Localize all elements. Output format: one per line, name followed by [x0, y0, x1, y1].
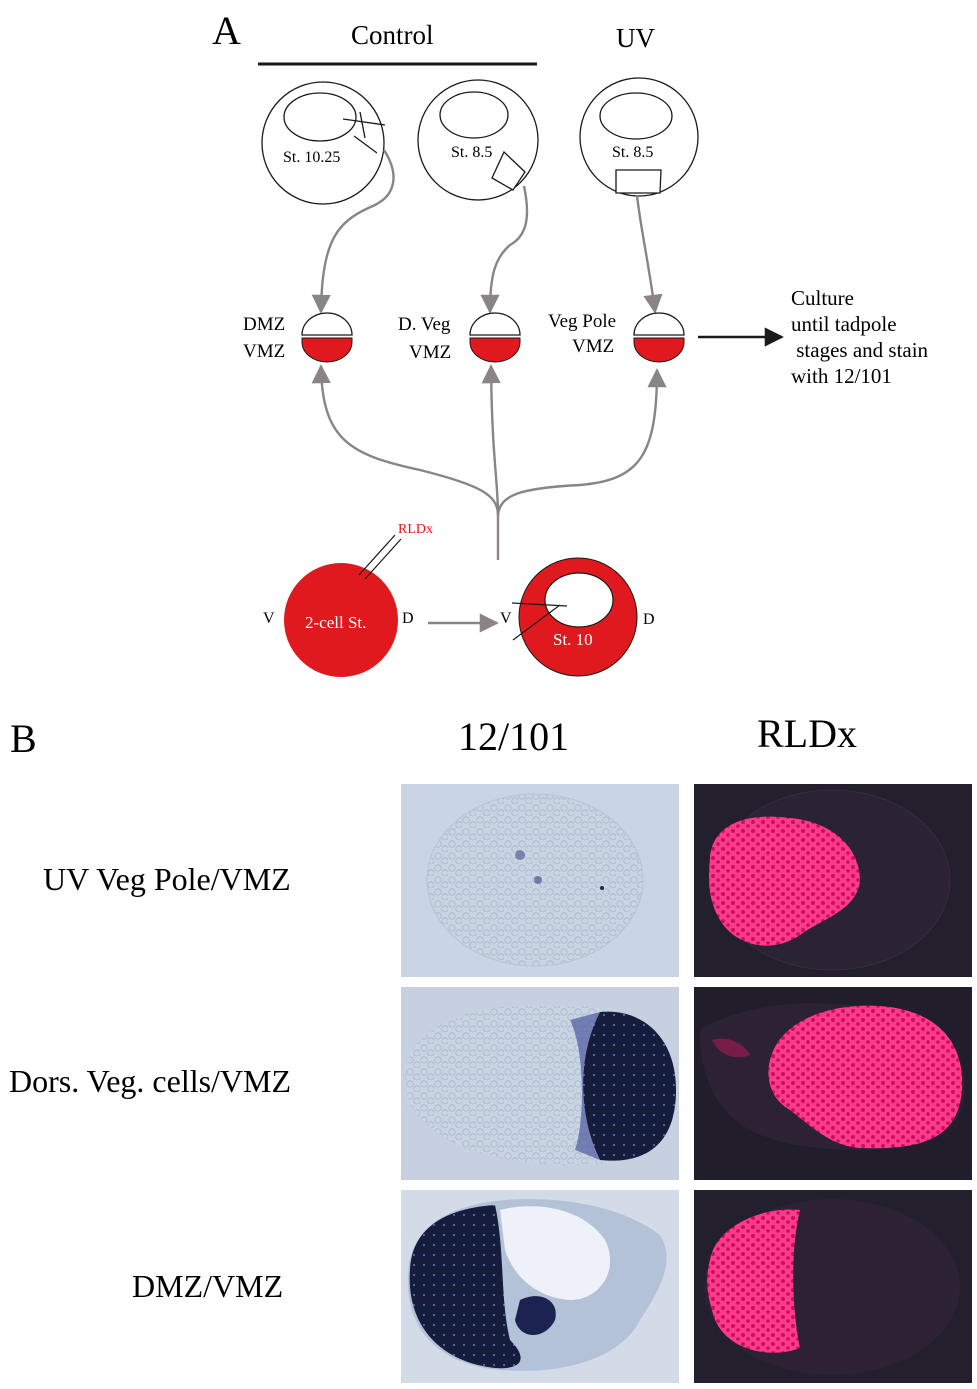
st10-v-label: V — [500, 610, 512, 627]
col-header-rldx: RLDx — [757, 711, 857, 756]
two-cell-d-label: D — [402, 610, 414, 627]
culture-text: Culture until tadpole stages and stain w… — [791, 286, 929, 388]
image-dorsveg-12-101 — [401, 987, 679, 1180]
conjugate-dmz-vmz: DMZ VMZ — [243, 312, 353, 363]
culture-line-1: Culture — [791, 286, 854, 310]
conjugate-bottom-label: VMZ — [409, 342, 451, 363]
rldx-injection: RLDx — [358, 522, 433, 580]
st10-embryo: St. 10 V D — [500, 557, 655, 677]
embryo-st8-5-uv: St. 8.5 — [579, 77, 699, 197]
two-cell-embryo: 2-cell St. V D — [263, 563, 414, 677]
panel-b-letter: B — [10, 716, 37, 761]
arrow-dmz — [311, 149, 395, 314]
conjugate-dveg-vmz: D. Veg VMZ — [398, 312, 521, 363]
rldx-tracer-label: RLDx — [398, 522, 433, 537]
culture-line-4: with 12/101 — [791, 364, 892, 388]
image-dmz-rldx — [694, 1190, 972, 1383]
embryo-st8-5-control: St. 8.5 — [417, 79, 539, 201]
embryo-st10-25: St. 10.25 — [261, 81, 386, 205]
embryo-stage-label: St. 8.5 — [451, 144, 492, 161]
uv-label: UV — [616, 23, 655, 53]
culture-line-2: until tadpole — [791, 312, 897, 336]
row-label-dmz-vmz: DMZ/VMZ — [132, 1268, 283, 1304]
embryo-stage-label: St. 10.25 — [283, 149, 340, 166]
image-uv-12-101 — [401, 784, 679, 977]
conjugate-top-label: D. Veg — [398, 314, 451, 335]
st10-d-label: D — [643, 611, 655, 628]
image-dorsveg-rldx — [694, 987, 972, 1180]
two-cell-label: 2-cell St. — [305, 613, 366, 632]
row-label-dors-veg: Dors. Veg. cells/VMZ — [9, 1063, 291, 1099]
embryo-stage-label: St. 8.5 — [612, 144, 653, 161]
image-dmz-12-101 — [401, 1190, 679, 1383]
conjugate-top-label: Veg Pole — [548, 311, 616, 332]
arrow-dveg — [480, 185, 529, 314]
conjugate-bottom-label: VMZ — [572, 336, 614, 357]
conjugate-vegpole-vmz: Veg Pole VMZ — [548, 311, 685, 363]
st10-label: St. 10 — [553, 630, 593, 649]
two-cell-v-label: V — [263, 610, 275, 627]
conjugate-bottom-label: VMZ — [243, 341, 285, 362]
control-label: Control — [351, 20, 434, 50]
row-label-uv-veg-pole: UV Veg Pole/VMZ — [43, 861, 291, 897]
arrow-vegpole — [635, 194, 663, 314]
image-uv-rldx — [694, 784, 972, 977]
vmz-source-arrows — [311, 364, 667, 560]
col-header-12-101: 12/101 — [458, 714, 569, 759]
panel-a-letter: A — [212, 8, 241, 53]
conjugate-top-label: DMZ — [243, 314, 285, 335]
culture-line-3: stages and stain — [791, 338, 929, 362]
